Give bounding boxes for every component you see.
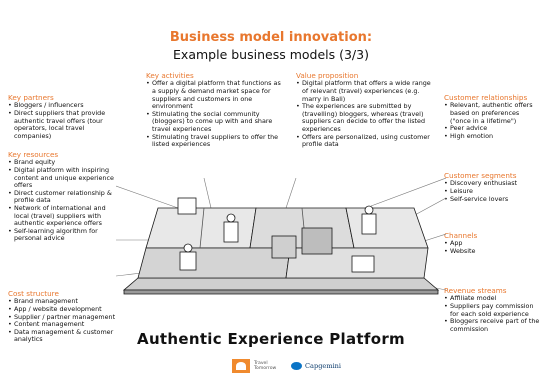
customer-segments-heading: Customer segments xyxy=(444,171,517,180)
customer-segments-block: Customer segments Discovery enthusiast L… xyxy=(444,171,542,203)
figure-head xyxy=(226,213,236,223)
figure-truck xyxy=(301,227,333,255)
list-item: Supplier / partner management xyxy=(8,313,116,322)
slide-subtitle: Example business models (3/3) xyxy=(173,47,369,62)
list-item: Content management xyxy=(8,321,116,329)
key-resources-list: Brand equity Digital platform with inspi… xyxy=(8,159,120,243)
key-resources-block: Key resources Brand equity Digital platf… xyxy=(8,150,120,243)
canvas-title: Authentic Experience Platform xyxy=(137,330,405,348)
value-proposition-heading: Value proposition xyxy=(296,71,359,80)
canvas-figures xyxy=(177,197,377,273)
business-model-canvas-illustration xyxy=(116,178,446,295)
list-item: Website xyxy=(444,247,542,256)
list-item: Digital platform that offers a wide rang… xyxy=(296,80,436,103)
logo-text: Travel xyxy=(254,360,268,366)
customer-relationships-block: Customer relationships Relevant, authent… xyxy=(444,93,542,140)
list-item: Affiliate model xyxy=(444,295,542,303)
list-item: The experiences are submitted by (travel… xyxy=(296,102,436,133)
list-item: Digital platform with inspiring content … xyxy=(8,166,120,190)
travel-tomorrow-logo: Travel Tomorrow xyxy=(232,359,276,373)
list-item: Self-learning algorithm for personal adv… xyxy=(8,227,120,243)
value-proposition-block: Value proposition Digital platform that … xyxy=(296,71,436,149)
list-item: App / website development xyxy=(8,305,116,314)
list-item: Stimulating travel suppliers to offer th… xyxy=(146,133,284,149)
key-activities-block: Key activities Offer a digital platform … xyxy=(146,71,284,149)
list-item: Offer a digital platform that functions … xyxy=(146,80,284,110)
travel-tomorrow-icon xyxy=(232,359,250,373)
list-item: Offers are personalized, using customer … xyxy=(296,133,436,149)
cost-structure-block: Cost structure Brand management App / we… xyxy=(8,289,116,344)
list-item: Leisure xyxy=(444,187,542,196)
list-item: Data management & customer analytics xyxy=(8,328,116,344)
figure-person xyxy=(223,221,239,243)
channels-heading: Channels xyxy=(444,231,478,240)
list-item: Discovery enthusiast xyxy=(444,180,542,188)
figure-box xyxy=(271,235,297,259)
slide-title: Business model innovation: xyxy=(169,30,373,45)
value-proposition-list: Digital platform that offers a wide rang… xyxy=(296,80,436,148)
revenue-streams-list: Affiliate model Suppliers pay commission… xyxy=(444,295,542,333)
capgemini-logo: Capgemini xyxy=(291,362,341,370)
list-item: Direct customer relationship & profile d… xyxy=(8,189,120,205)
list-item: Brand management xyxy=(8,298,116,306)
figure-suitcase xyxy=(351,255,375,273)
channels-list: App Website xyxy=(444,240,542,255)
list-item: Brand equity xyxy=(8,159,120,167)
figure-head-left xyxy=(183,243,193,253)
list-item: Peer advice xyxy=(444,125,542,133)
figure-head-right xyxy=(364,205,374,215)
cost-structure-list: Brand management App / website developme… xyxy=(8,298,116,344)
figure-laptop xyxy=(177,197,197,215)
list-item: Bloggers receive part of the commission xyxy=(444,317,542,333)
list-item: Direct suppliers that provide authentic … xyxy=(8,109,120,140)
list-item: Relevant, authentic offers based on pref… xyxy=(444,102,542,125)
list-item: High emotion xyxy=(444,132,542,141)
key-partners-heading: Key partners xyxy=(8,93,54,102)
customer-segments-list: Discovery enthusiast Leisure Self-servic… xyxy=(444,180,542,203)
list-item: Stimulating the social community (blogge… xyxy=(146,110,284,134)
cost-structure-heading: Cost structure xyxy=(8,289,59,298)
capgemini-icon xyxy=(291,362,302,370)
customer-relationships-heading: Customer relationships xyxy=(444,93,528,102)
revenue-streams-block: Revenue streams Affiliate model Supplier… xyxy=(444,286,542,333)
revenue-streams-heading: Revenue streams xyxy=(444,286,507,295)
list-item: Suppliers pay commission for each sold e… xyxy=(444,302,542,318)
logo-text: Capgemini xyxy=(305,362,342,370)
key-partners-list: Bloggers / influencers Direct suppliers … xyxy=(8,102,120,140)
customer-relationships-list: Relevant, authentic offers based on pref… xyxy=(444,102,542,140)
list-item: Network of international and local (trav… xyxy=(8,204,120,228)
key-activities-heading: Key activities xyxy=(146,71,194,80)
list-item: App xyxy=(444,240,542,248)
figure-person-left xyxy=(179,251,197,271)
key-partners-block: Key partners Bloggers / influencers Dire… xyxy=(8,93,120,140)
channels-block: Channels App Website xyxy=(444,231,542,256)
key-activities-list: Offer a digital platform that functions … xyxy=(146,80,284,148)
key-resources-heading: Key resources xyxy=(8,150,59,159)
list-item: Bloggers / influencers xyxy=(8,102,120,110)
logo-text: Tomorrow xyxy=(254,366,277,371)
figure-person-right xyxy=(361,213,377,235)
list-item: Self-service lovers xyxy=(444,195,542,204)
